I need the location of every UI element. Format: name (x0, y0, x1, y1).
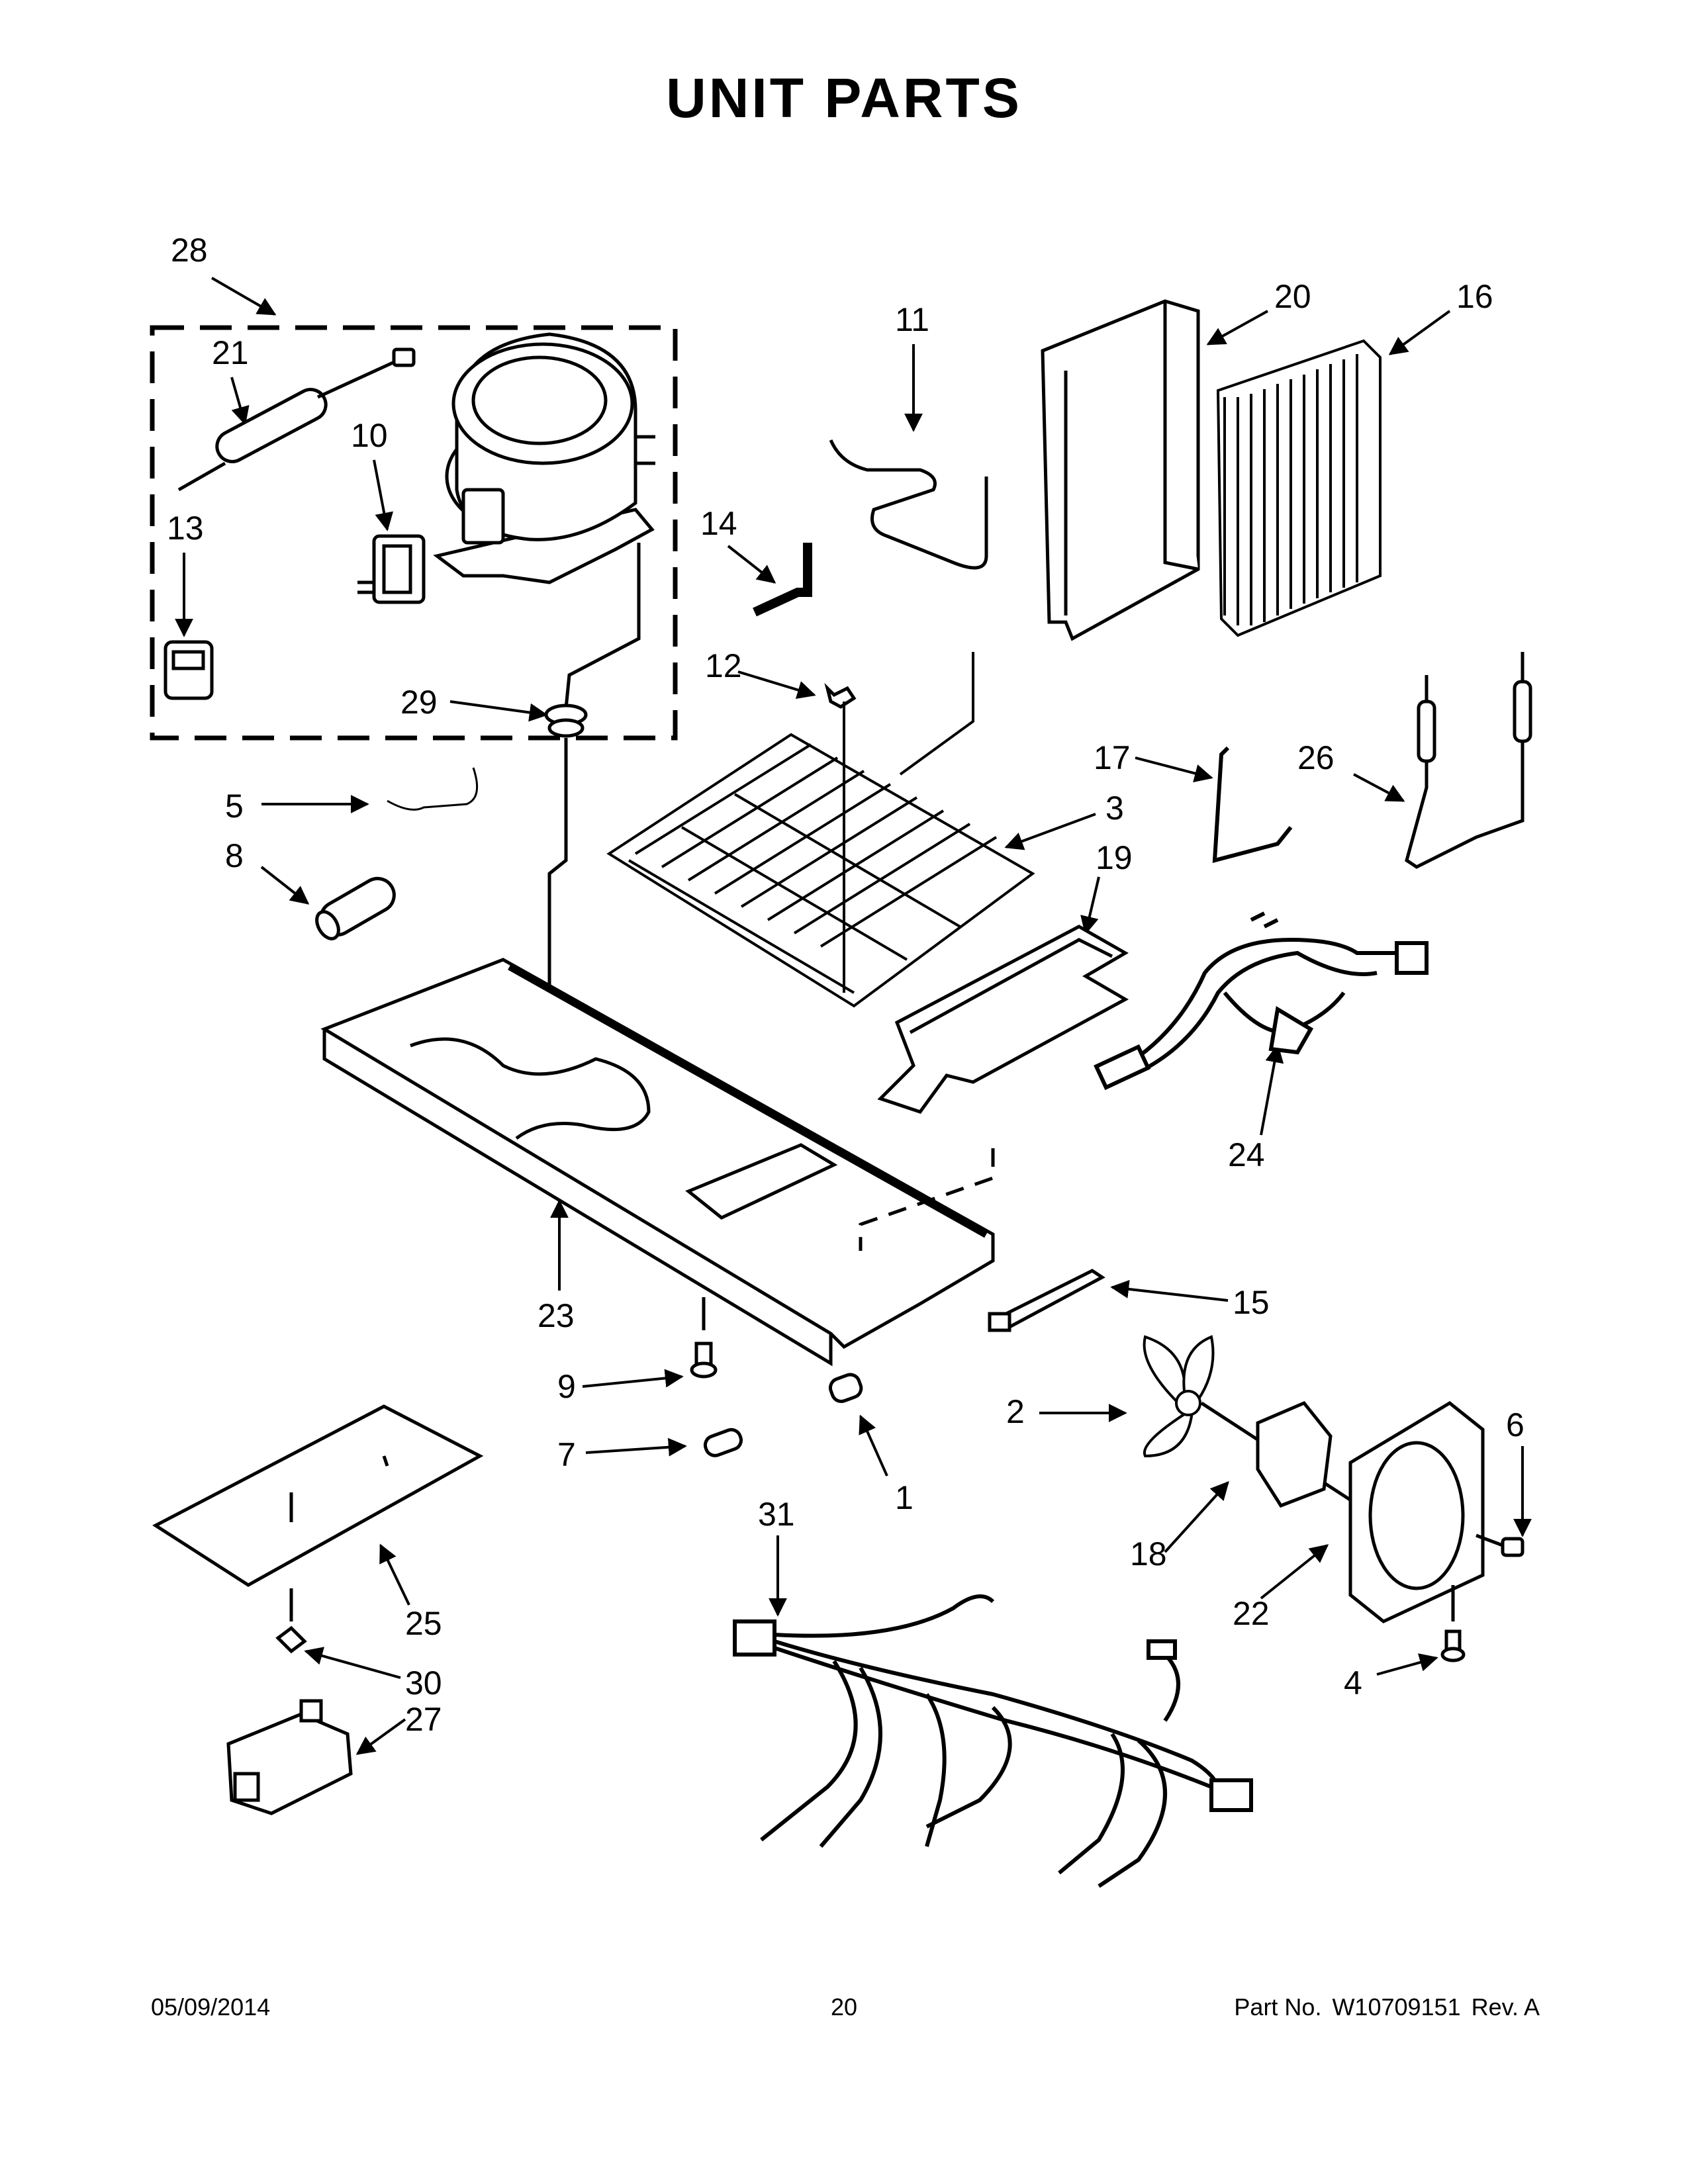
callout-9: 9 (557, 1368, 576, 1405)
wire-5 (387, 767, 479, 811)
grommet-29 (544, 543, 641, 1026)
drain-trough-19 (877, 925, 1129, 1114)
callout-31: 31 (758, 1496, 795, 1533)
callout-19: 19 (1096, 839, 1133, 876)
callout-8: 8 (225, 837, 244, 874)
callout-7: 7 (557, 1436, 576, 1473)
callout-5: 5 (225, 788, 244, 825)
callout-1: 1 (895, 1479, 914, 1516)
clip-12 (824, 682, 857, 709)
callout-6: 6 (1506, 1406, 1524, 1443)
footer-date: 05/09/2014 (151, 1993, 271, 2021)
page-title: UNIT PARTS (666, 67, 1022, 129)
footer-part-info: Part No. W10709151 Rev. A (1223, 1993, 1540, 2021)
harness-31 (733, 1594, 1253, 1888)
callout-4: 4 (1344, 1664, 1362, 1702)
filter-drier-21 (177, 347, 416, 492)
callout-30: 30 (405, 1664, 442, 1702)
callout-20: 20 (1274, 278, 1311, 315)
callout-14: 14 (700, 505, 737, 542)
tube-14 (753, 543, 812, 617)
compressor (433, 332, 655, 584)
footer-page-number: 20 (830, 1993, 858, 2021)
callout-10: 10 (351, 417, 388, 454)
base-plate-23 (320, 958, 995, 1367)
evaporator-16 (1216, 339, 1382, 637)
dashed-guide (859, 1148, 995, 1251)
callout-23: 23 (538, 1297, 575, 1334)
fan-blade-2 (1143, 1335, 1215, 1458)
bushing-1 (828, 1373, 863, 1403)
callout-3: 3 (1105, 790, 1124, 827)
callout-22: 22 (1233, 1595, 1270, 1632)
callout-25: 25 (405, 1605, 442, 1642)
defrost-heater-3 (606, 652, 1035, 1008)
callout-24: 24 (1228, 1136, 1265, 1173)
clip-30 (275, 1588, 307, 1654)
tie-15 (988, 1269, 1105, 1332)
callout-15: 15 (1233, 1284, 1270, 1321)
callout-16: 16 (1456, 278, 1493, 315)
callout-13: 13 (167, 510, 204, 547)
callout-17: 17 (1094, 739, 1131, 776)
screw-6 (1476, 1533, 1524, 1557)
relay-13 (164, 640, 214, 700)
screw-4 (1440, 1585, 1466, 1662)
tube-17 (1212, 746, 1293, 863)
tube-11 (829, 439, 988, 570)
footer-part-number: W10709151 (1332, 1993, 1461, 2021)
evaporator-cover-20 (1041, 299, 1200, 641)
callout-12: 12 (705, 647, 742, 684)
leader-arrows (175, 277, 1532, 1755)
callout-27: 27 (405, 1701, 442, 1738)
sleeve-8 (315, 877, 396, 940)
screw-9 (690, 1297, 718, 1379)
control-box-27 (226, 1699, 353, 1815)
tube-26 (1405, 652, 1532, 869)
fan-shroud-22 (1348, 1400, 1485, 1623)
callout-labels: 28 21 10 13 29 11 20 16 14 12 17 26 5 8 … (167, 232, 1524, 1738)
footer-revision: Rev. A (1471, 1993, 1540, 2021)
bushing-7 (703, 1428, 743, 1457)
callout-2: 2 (1006, 1393, 1025, 1430)
footer-part-label: Part No. (1234, 1993, 1322, 2021)
harness-24 (1094, 911, 1429, 1091)
insulation-sheet-25 (152, 1404, 484, 1587)
callout-21: 21 (212, 334, 249, 371)
kit-28-dashed-box (150, 325, 678, 741)
callout-11: 11 (895, 301, 929, 338)
callout-26: 26 (1297, 739, 1335, 776)
callout-28: 28 (171, 232, 208, 269)
overload-10 (357, 534, 426, 604)
callout-29: 29 (400, 684, 438, 721)
callout-18: 18 (1130, 1535, 1167, 1572)
